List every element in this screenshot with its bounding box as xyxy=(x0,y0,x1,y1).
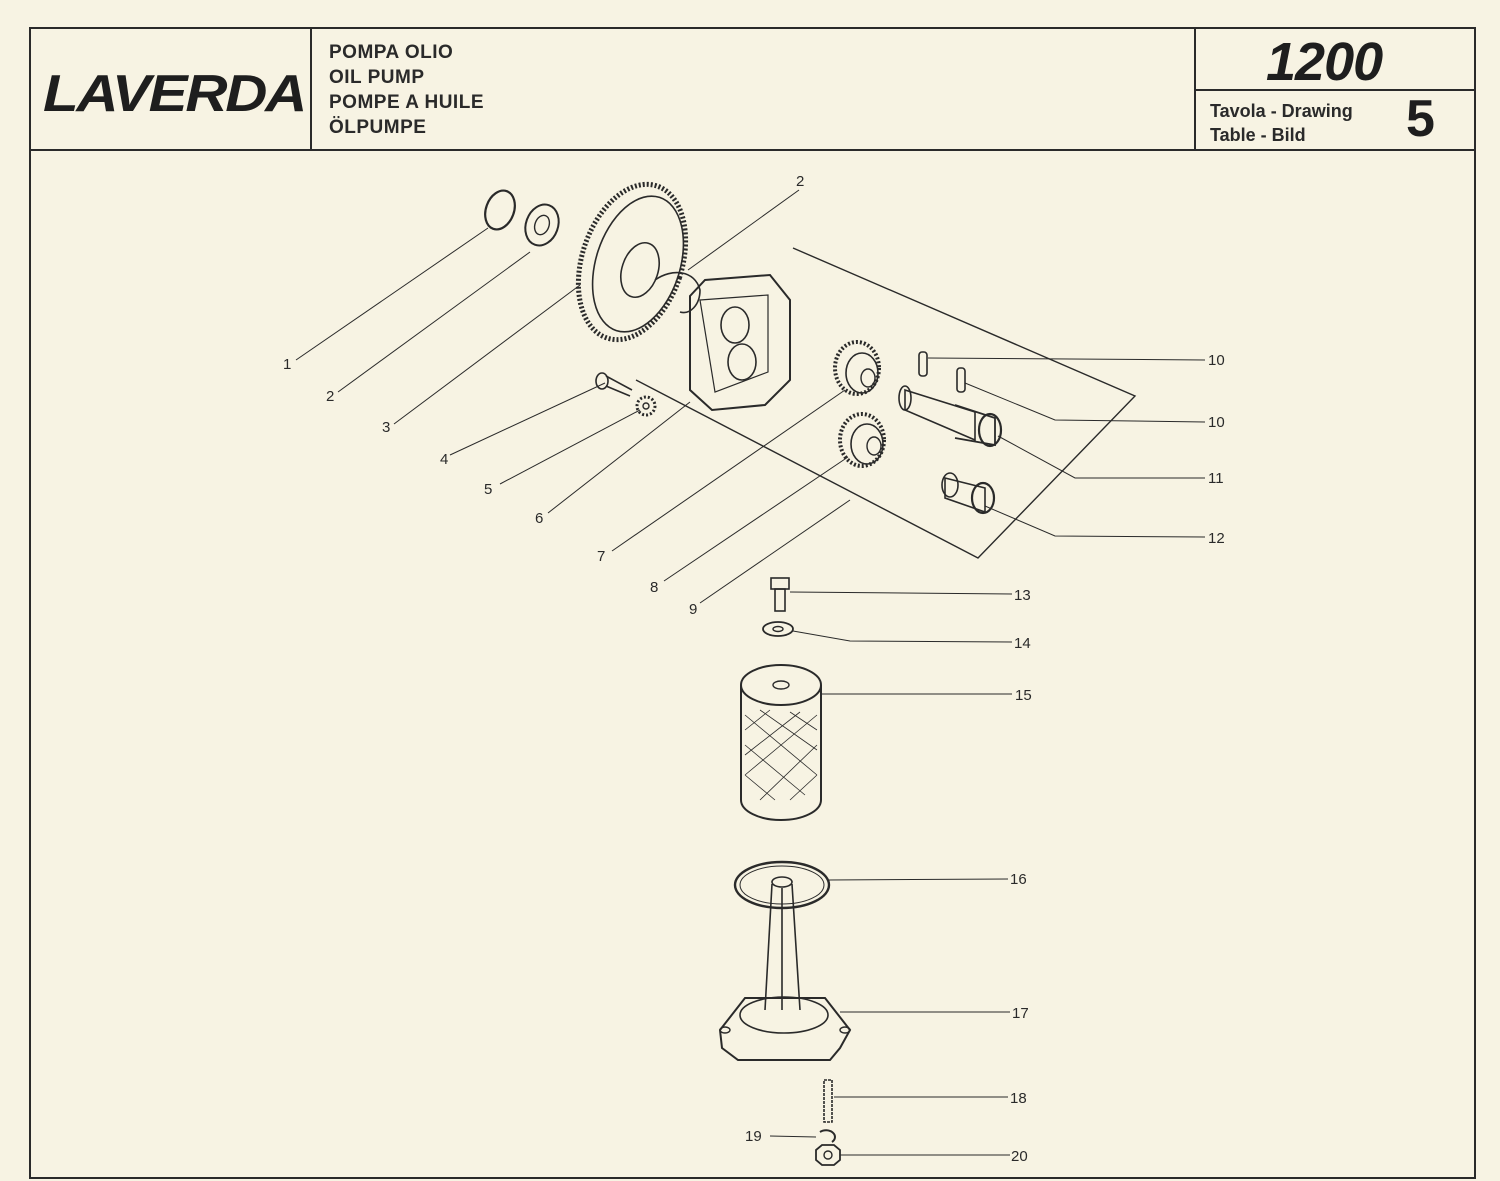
part-pump-gear-lower xyxy=(838,412,886,468)
part-titles: POMPA OLIO OIL PUMP POMPE A HUILE ÖLPUMP… xyxy=(329,40,484,140)
callout-7: 7 xyxy=(597,548,605,565)
callout-9: 9 xyxy=(689,601,697,618)
callout-19: 19 xyxy=(745,1128,762,1145)
model-number: 1200 xyxy=(1266,32,1383,92)
part-circlip xyxy=(484,189,516,231)
callout-4: 4 xyxy=(440,451,448,468)
callout-2b: 2 xyxy=(326,388,334,405)
table-label-line2: Table - Bild xyxy=(1210,125,1306,145)
part-washer xyxy=(524,203,560,247)
model-cell: 1200 Tavola - Drawing Table - Bild 5 xyxy=(1194,29,1476,149)
laverda-logo: LAVERDA xyxy=(43,65,307,119)
callout-8: 8 xyxy=(650,579,658,596)
leader-lines xyxy=(295,189,1206,1156)
model-row: 1200 xyxy=(1196,29,1476,92)
part-nut xyxy=(815,1144,841,1166)
part-bolt xyxy=(770,577,790,612)
part-oil-filter xyxy=(740,664,822,821)
callout-1: 1 xyxy=(283,356,291,373)
part-lock-washer xyxy=(635,395,657,417)
part-stud xyxy=(823,1079,833,1123)
drawing-sheet: LAVERDA POMPA OLIO OIL PUMP POMPE A HUIL… xyxy=(29,27,1476,1179)
part-pump-body xyxy=(689,273,791,412)
callout-14: 14 xyxy=(1014,635,1031,652)
part-bush xyxy=(941,472,996,515)
table-number: 5 xyxy=(1406,90,1435,148)
title-fr: POMPE A HUILE xyxy=(329,92,484,113)
brand-text: LAVERDA xyxy=(43,65,305,119)
callout-2a: 2 xyxy=(796,173,804,190)
part-filter-housing xyxy=(718,876,852,1061)
part-pump-gear-upper xyxy=(833,340,881,396)
title-it: POMPA OLIO xyxy=(329,42,454,63)
callout-20: 20 xyxy=(1011,1148,1028,1165)
callout-11: 11 xyxy=(1208,470,1224,487)
title-de: ÖLPUMPE xyxy=(329,117,427,138)
callout-3: 3 xyxy=(382,419,390,436)
title-block: LAVERDA POMPA OLIO OIL PUMP POMPE A HUIL… xyxy=(31,29,1476,151)
callout-13: 13 xyxy=(1014,587,1031,604)
callout-15: 15 xyxy=(1015,687,1032,704)
callout-10a: 10 xyxy=(1208,352,1225,369)
part-drive-gear xyxy=(575,181,701,343)
callout-12: 12 xyxy=(1208,530,1225,547)
title-en: OIL PUMP xyxy=(329,67,425,88)
callout-17: 17 xyxy=(1012,1005,1029,1022)
assembly-outline xyxy=(635,247,1137,559)
callout-6: 6 xyxy=(535,510,543,527)
callout-18: 18 xyxy=(1010,1090,1027,1107)
table-label-line1: Tavola - Drawing xyxy=(1210,101,1353,121)
callout-5: 5 xyxy=(484,481,492,498)
logo-cell: LAVERDA xyxy=(31,29,312,149)
part-screw xyxy=(595,372,633,397)
callout-10b: 10 xyxy=(1208,414,1225,431)
part-spring-washer xyxy=(819,1129,836,1143)
part-pump-shaft xyxy=(898,385,1003,448)
table-label: Tavola - Drawing Table - Bild xyxy=(1210,99,1353,147)
part-filter-washer xyxy=(762,621,794,637)
callout-16: 16 xyxy=(1010,871,1027,888)
part-dowel-pins xyxy=(918,351,966,393)
